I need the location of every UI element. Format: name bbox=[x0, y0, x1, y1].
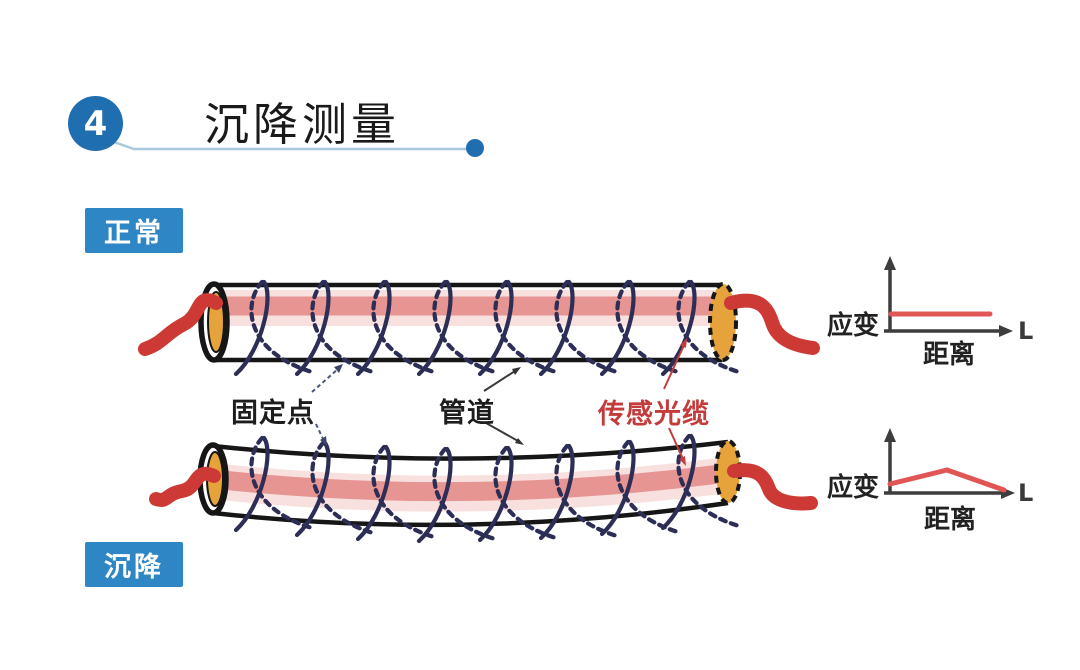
pipe-right-cap bbox=[708, 282, 738, 362]
pipe-normal bbox=[138, 282, 820, 374]
sensing-cable-arrow-up bbox=[663, 344, 685, 390]
sensing-fiber-band bbox=[212, 464, 730, 502]
label-fixed-point: 固定点 bbox=[231, 398, 315, 429]
strain-line-peak bbox=[887, 467, 1007, 493]
chart2-x-end-label: L bbox=[1018, 479, 1034, 507]
header-dot bbox=[466, 139, 484, 157]
fiber-pigtail-right bbox=[724, 293, 820, 355]
pipeline-arrow-up-head bbox=[512, 367, 521, 375]
y-axis-arrowhead bbox=[884, 256, 896, 270]
pipeline-arrow-down-head bbox=[515, 438, 524, 445]
fixed-point-arrow-up bbox=[311, 368, 339, 393]
pipe-top-edge bbox=[212, 439, 729, 461]
y-axis-arrowhead bbox=[884, 428, 896, 442]
fixed-point-arrow-down bbox=[315, 423, 325, 442]
x-axis-arrowhead bbox=[999, 325, 1013, 337]
badge-normal: 正常 bbox=[85, 208, 183, 253]
step-number-badge: 4 bbox=[68, 96, 123, 151]
pipe-bottom-edge bbox=[212, 500, 729, 528]
sensing-cable-arrow-down-head bbox=[679, 456, 686, 466]
pipeline-arrow-down bbox=[485, 422, 519, 442]
strain-chart-settlement bbox=[884, 428, 1015, 499]
header-connector bbox=[110, 139, 484, 157]
page-title: 沉降测量 bbox=[204, 98, 401, 151]
fiber-pigtail-right bbox=[727, 463, 818, 511]
label-pipeline: 管道 bbox=[439, 398, 495, 429]
chart1-x-end-label: L bbox=[1018, 317, 1034, 345]
label-sensing-cable: 传感光缆 bbox=[598, 399, 710, 430]
chart2-ylabel: 应变 bbox=[827, 473, 880, 503]
pipe-settled bbox=[149, 436, 818, 541]
sensing-cable-arrow-up-head bbox=[680, 338, 687, 348]
fixed-point-arrow-up-head bbox=[334, 364, 343, 373]
annotation-arrows bbox=[311, 338, 687, 466]
chart2-xlabel: 距离 bbox=[924, 505, 977, 535]
step-number: 4 bbox=[83, 103, 108, 144]
strain-chart-normal bbox=[884, 256, 1013, 337]
chart1-xlabel: 距离 bbox=[923, 340, 976, 370]
sensing-cable-arrow-down bbox=[668, 427, 684, 460]
pipeline-arrow-up bbox=[483, 370, 516, 392]
fixed-point-arrow-down-head bbox=[320, 436, 327, 446]
badge-settlement: 沉降 bbox=[85, 542, 183, 587]
fiber-pigtail-left bbox=[138, 293, 223, 356]
fiber-pigtail-left bbox=[149, 466, 221, 507]
chart1-ylabel: 应变 bbox=[827, 311, 880, 341]
